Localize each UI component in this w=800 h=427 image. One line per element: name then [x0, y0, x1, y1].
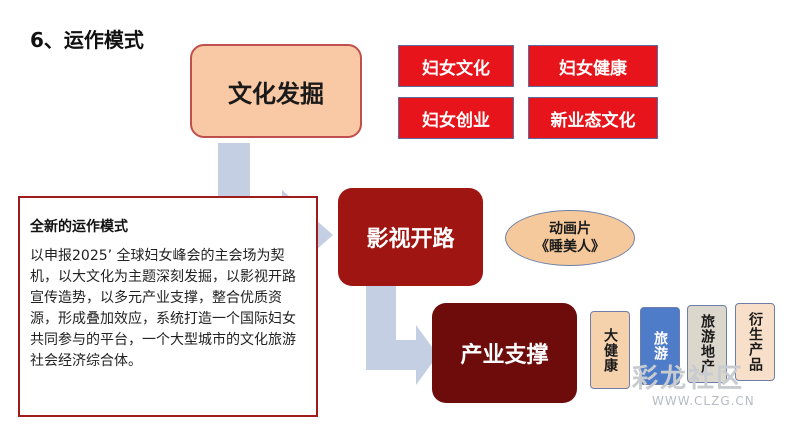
animation-title: 《睡美人》	[535, 239, 605, 255]
operation-mode-textbox: 全新的运作模式 以申报2025’ 全球妇女峰会的主会场为契机，以大文化为主题深刻…	[18, 196, 318, 417]
tag-women-entrepreneurship: 妇女创业	[398, 97, 514, 139]
page-title: 6、运作模式	[30, 28, 144, 52]
tag-derivative-products: 衍生产品	[735, 303, 775, 381]
tag-new-business-culture: 新业态文化	[528, 97, 658, 139]
tag-tourism: 旅游	[640, 307, 680, 385]
arrow-film-to-industry	[366, 286, 438, 385]
film-pioneer-box: 影视开路	[338, 188, 483, 286]
animation-ellipse: 动画片 《睡美人》	[505, 210, 635, 266]
tag-women-health: 妇女健康	[528, 45, 658, 87]
industry-support-box: 产业支撑	[432, 303, 577, 403]
textbox-heading: 全新的运作模式	[30, 219, 128, 235]
culture-mining-box: 文化发掘	[190, 44, 362, 138]
watermark-text: 彩龙社区	[632, 364, 745, 394]
animation-label: 动画片	[549, 221, 591, 237]
tag-big-health: 大健康	[590, 311, 630, 389]
tag-tourism-real-estate: 旅游地产	[687, 305, 727, 383]
watermark-url: WWW.CLZG.CN	[652, 394, 755, 408]
tag-women-culture: 妇女文化	[398, 45, 514, 87]
textbox-body: 以申报2025’ 全球妇女峰会的主会场为契机，以大文化为主题深刻发掘，以影视开路…	[30, 248, 296, 369]
watermark-logo: 彩龙社区 WWW.CLZG.CN	[632, 358, 792, 418]
